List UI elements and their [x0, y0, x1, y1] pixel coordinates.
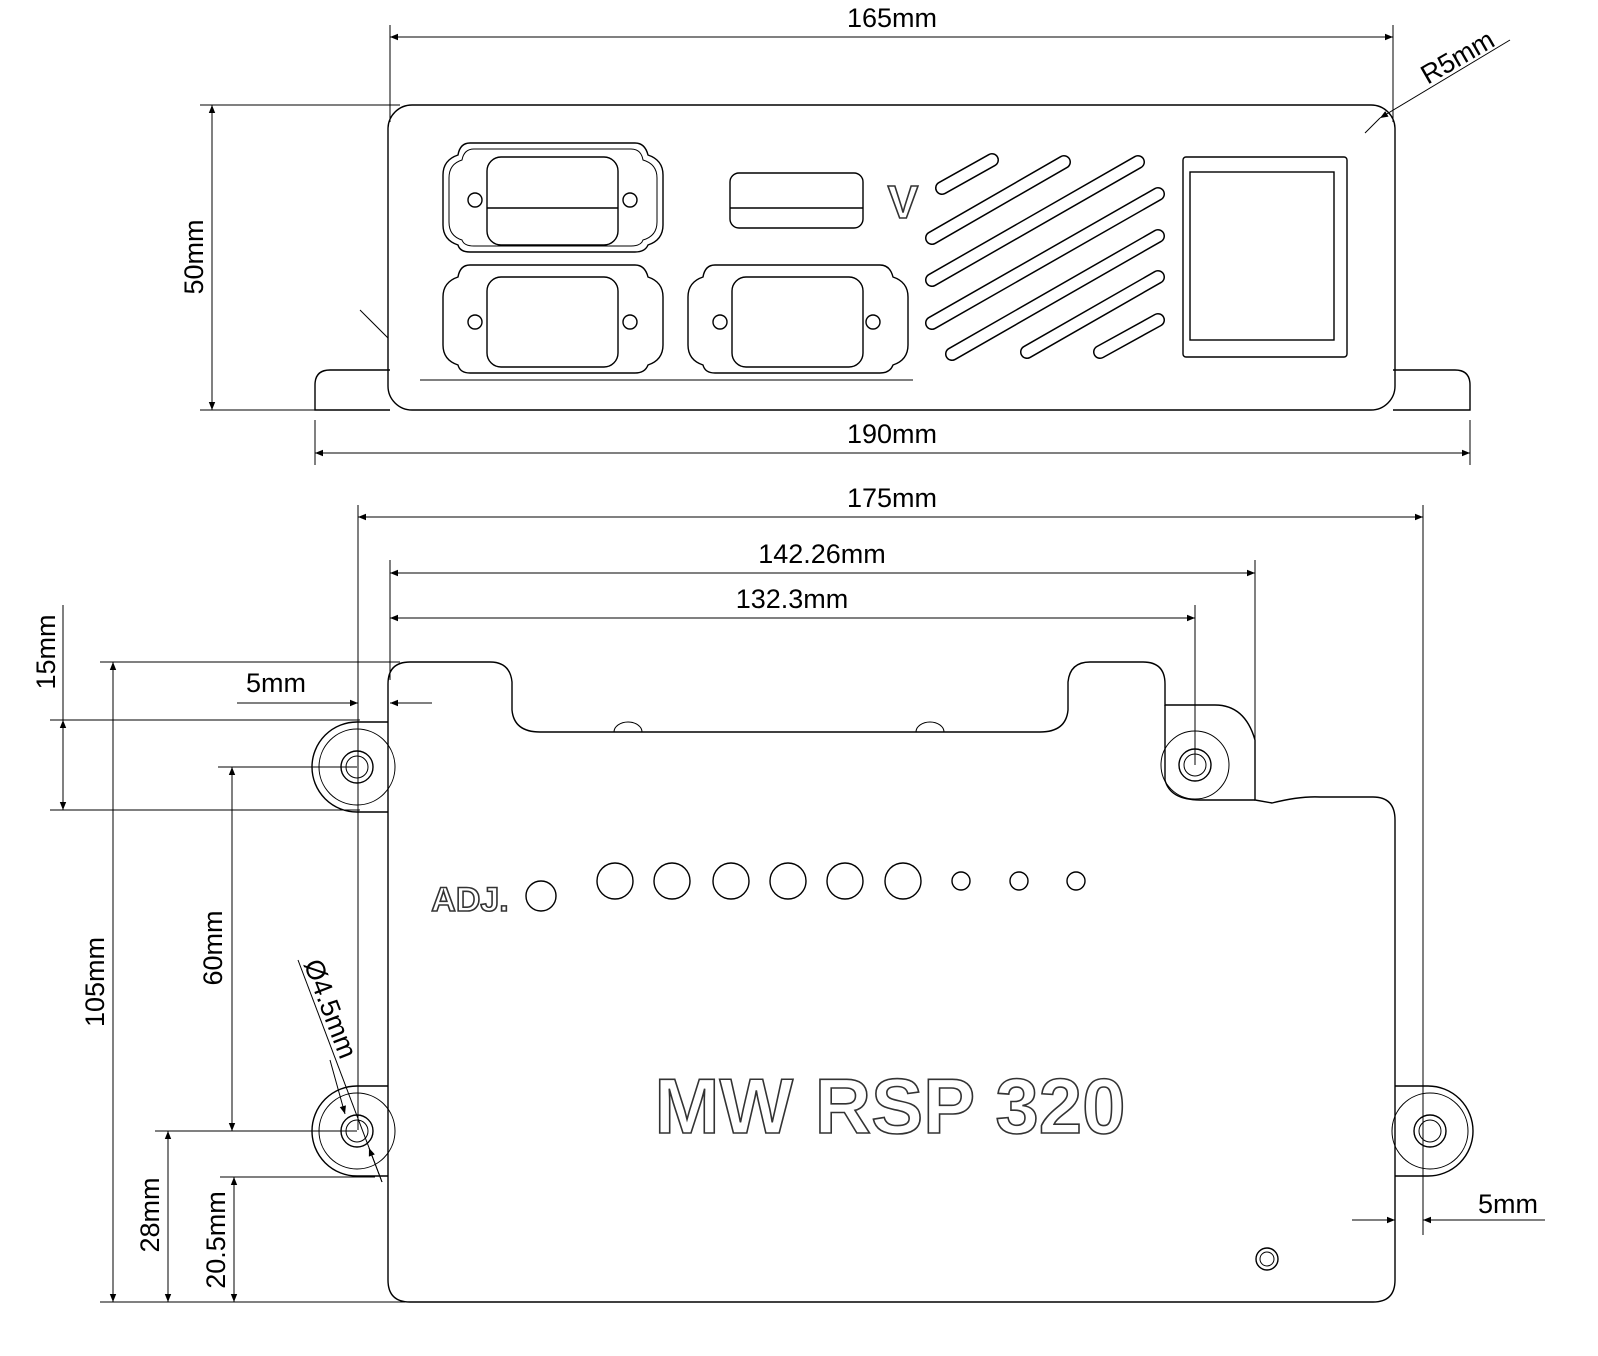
leader-line [359, 309, 389, 339]
dim-hole-diameter: Ø4.5mm [298, 955, 363, 1062]
left-foot [314, 369, 390, 411]
display-window [1182, 156, 1348, 358]
dim-5-right: 5mm [1478, 1189, 1538, 1219]
dim-15: 15mm [31, 614, 61, 689]
dim-175: 175mm [847, 483, 937, 513]
ground-screw-inner [1259, 1251, 1275, 1267]
led [769, 862, 807, 900]
dim-142-26: 142.26mm [758, 539, 886, 569]
screw-heads [613, 721, 945, 733]
led-indicators [596, 862, 1086, 900]
ground-screw [1255, 1247, 1279, 1271]
adj-label: ADJ. [431, 881, 508, 919]
dim-190: 190mm [847, 419, 937, 449]
led [712, 862, 750, 900]
dim-165: 165mm [847, 3, 937, 33]
enclosure-front [387, 104, 1396, 411]
vent-slots [925, 153, 1165, 361]
dim-105: 105mm [80, 937, 110, 1027]
right-foot [1393, 369, 1471, 411]
mount-tab-right-top [1160, 705, 1255, 801]
dim-132-3: 132.3mm [736, 584, 849, 614]
enclosure-top [387, 661, 1396, 1303]
voltage-label: V [888, 176, 919, 228]
led [596, 862, 634, 900]
connector-bottom-left [442, 264, 664, 374]
front-view: V [179, 3, 1511, 465]
dim-20-5: 20.5mm [201, 1191, 231, 1289]
mount-tab-right-bottom [1391, 1085, 1474, 1177]
connector-top-left [442, 142, 664, 253]
dim-50: 50mm [179, 219, 209, 294]
usb-port [729, 172, 864, 229]
dim-60: 60mm [198, 910, 228, 985]
connector-bottom-middle [687, 264, 909, 374]
led [653, 862, 691, 900]
led-small [1066, 871, 1086, 891]
led [884, 862, 922, 900]
led-small [1009, 871, 1029, 891]
led [826, 862, 864, 900]
led-small [951, 871, 971, 891]
dim-28: 28mm [135, 1177, 165, 1252]
model-label: MW RSP 320 [654, 1062, 1125, 1150]
adj-potentiometer [525, 880, 557, 912]
dim-5-left: 5mm [246, 668, 306, 698]
top-view: ADJ. MW RSP 320 175mm 142.26mm 132.3mm [31, 483, 1545, 1303]
dim-r5: R5mm [1416, 24, 1500, 90]
